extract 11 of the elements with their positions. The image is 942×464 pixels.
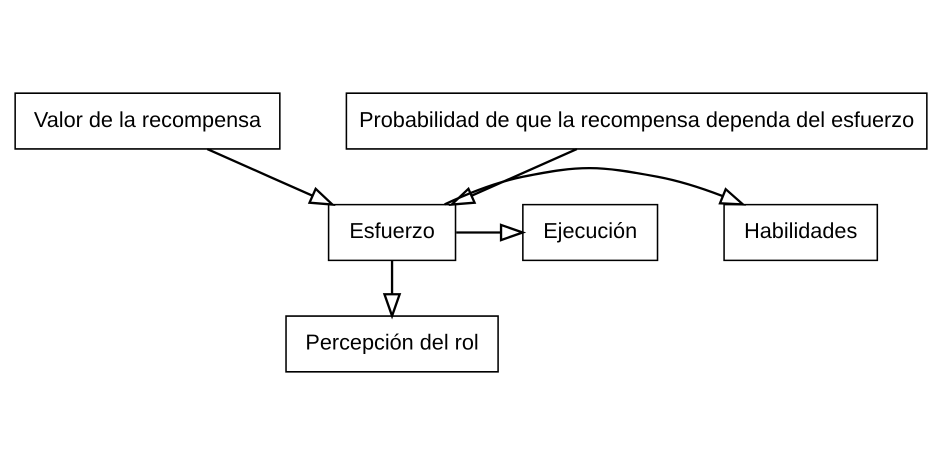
node-box: Esfuerzo	[328, 203, 456, 261]
arrow	[456, 222, 526, 242]
node-box: Valor de la recompensa	[14, 92, 281, 150]
arrow	[444, 166, 746, 206]
node-box: Percepción del rol	[285, 314, 499, 372]
arrow	[448, 148, 578, 206]
arrow	[382, 260, 402, 319]
node-box: Ejecución	[522, 203, 658, 261]
node-box: Habilidades	[723, 203, 878, 261]
node-box: Probabilidad de que la recompensa dependa del esfuerzo	[346, 92, 928, 150]
arrow	[206, 148, 336, 206]
